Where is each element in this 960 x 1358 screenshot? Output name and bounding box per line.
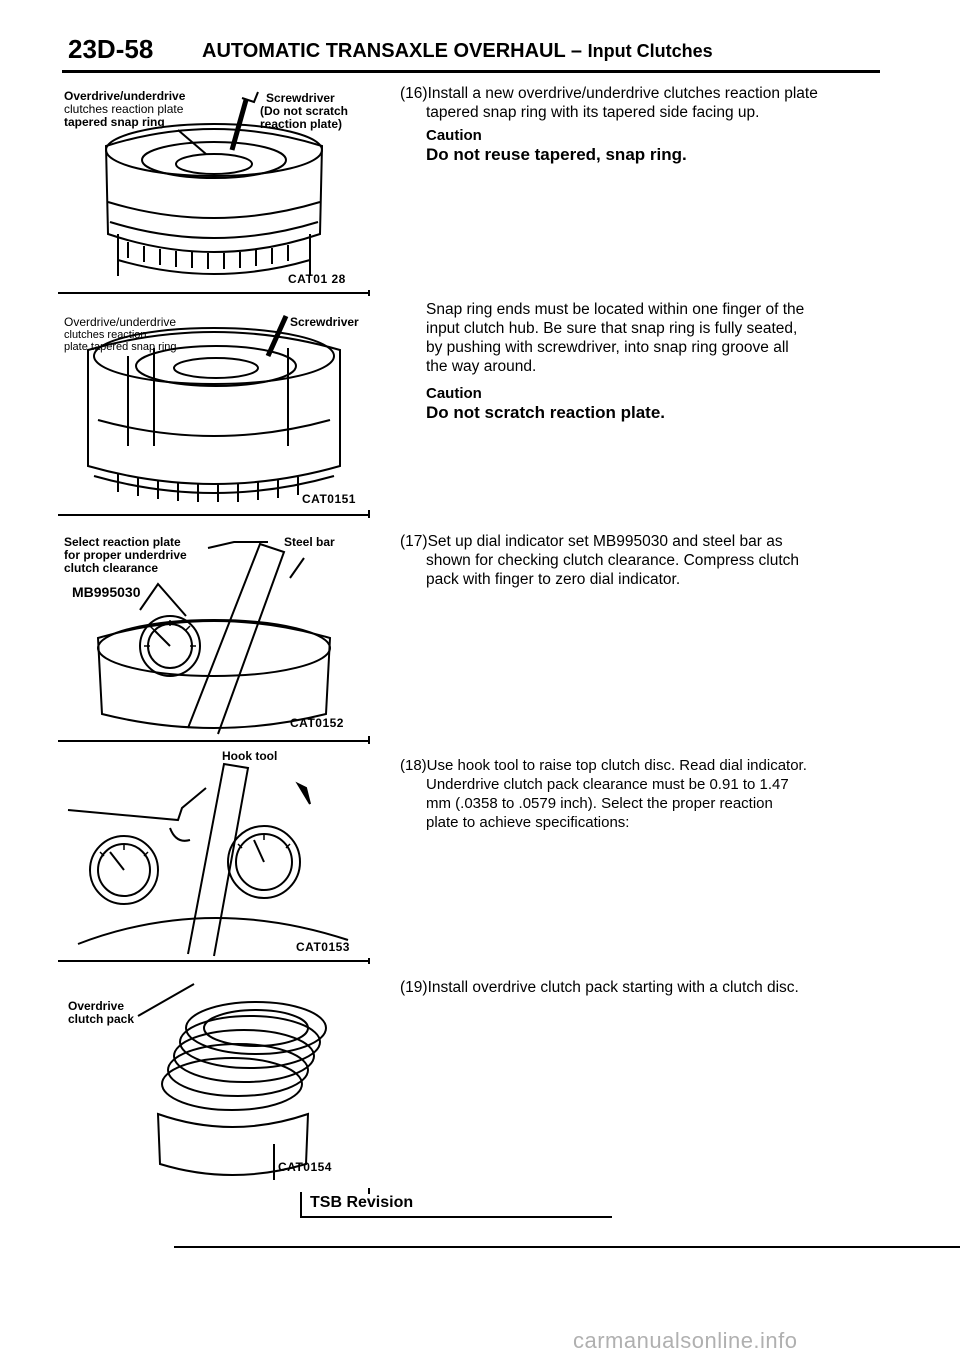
- figure-dial-indicator-setup: Select reaction plate for proper underdr…: [58, 518, 370, 736]
- step-17-line-2: shown for checking clutch clearance. Com…: [426, 552, 800, 569]
- label-clutches-reaction-plate: clutches reaction plate: [64, 102, 184, 116]
- step-19: (19)Install overdrive clutch pack starti…: [400, 978, 880, 997]
- figure-hook-tool: Hook tool CAT0153: [58, 744, 370, 958]
- step-17-line-3: pack with finger to zero dial indicator.: [426, 571, 681, 588]
- step-16-heading: (16)Install a new overdrive/underdrive c…: [400, 85, 818, 102]
- clutch-hub-illustration: [87, 314, 341, 502]
- label-select-reaction-plate: Select reaction plate: [64, 535, 181, 549]
- step-18: (18)Use hook tool to raise top clutch di…: [400, 756, 880, 832]
- note-caution-label: Caution: [426, 385, 482, 402]
- page-header: 23D-58 AUTOMATIC TRANSAXLE OVERHAUL – In…: [68, 34, 888, 68]
- label-hook-tool: Hook tool: [222, 749, 278, 763]
- label-overdrive: Overdrive: [68, 999, 125, 1013]
- figure-snap-ring-install: Overdrive/underdrive clutches reaction p…: [58, 84, 370, 290]
- header-rule: [62, 70, 880, 73]
- label-reaction-plate-note: reaction plate): [260, 117, 343, 131]
- label-for-proper-underdrive: for proper underdrive: [64, 548, 187, 562]
- label-steel-bar: Steel bar: [284, 535, 335, 549]
- hook-tool-illustration: [67, 762, 349, 957]
- label-plate-tapered-snap-ring: plate tapered snap ring: [64, 341, 177, 353]
- step-18-line-2: Underdrive clutch pack clearance must be…: [426, 776, 789, 793]
- label-overdrive-underdrive: Overdrive/underdrive: [64, 89, 186, 103]
- label-clutch-clearance: clutch clearance: [64, 561, 159, 575]
- label-overdrive-underdrive: Overdrive/underdrive: [64, 315, 177, 329]
- label-screwdriver: Screwdriver: [290, 315, 359, 329]
- step-18-heading: (18)Use hook tool to raise top clutch di…: [400, 757, 807, 774]
- tsb-revision-label: TSB Revision: [310, 1194, 414, 1211]
- dial-indicator-illustration: [96, 541, 332, 735]
- figure-separator: [58, 740, 370, 742]
- figure-overdrive-clutch-pack: Overdrive clutch pack CAT0154: [58, 964, 370, 1188]
- tsb-revision-box: TSB Revision: [300, 1192, 612, 1218]
- note-line-3: by pushing with screwdriver, into snap r…: [426, 339, 789, 356]
- step-17-heading: (17)Set up dial indicator set MB995030 a…: [400, 533, 783, 550]
- snap-ring-note: Snap ring ends must be located within on…: [426, 300, 880, 422]
- figure-code: CAT0154: [278, 1160, 332, 1174]
- footer-rule: [174, 1246, 960, 1248]
- figure-code: CAT0153: [296, 940, 350, 954]
- label-clutch-pack: clutch pack: [68, 1012, 135, 1026]
- label-screwdriver: Screwdriver: [266, 91, 335, 105]
- step-18-line-4: plate to achieve specifications:: [426, 814, 630, 831]
- step-16-text: tapered snap ring with its tapered side …: [426, 104, 760, 121]
- clutch-pack-illustration: [137, 983, 327, 1180]
- figure-code: CAT0152: [290, 716, 344, 730]
- step-16: (16)Install a new overdrive/underdrive c…: [400, 84, 880, 164]
- page-title: AUTOMATIC TRANSAXLE OVERHAUL – Input Clu…: [202, 40, 713, 63]
- note-line-2: input clutch hub. Be sure that snap ring…: [426, 320, 798, 337]
- page-number: 23D-58: [68, 34, 154, 64]
- step-18-line-3: mm (.0358 to .0579 inch). Select the pro…: [426, 795, 773, 812]
- section-title: AUTOMATIC TRANSAXLE OVERHAUL –: [202, 40, 583, 62]
- step-16-caution-text: Do not reuse tapered, snap ring.: [426, 145, 687, 164]
- note-line-4: the way around.: [426, 358, 537, 375]
- figure-snap-ring-seat: Overdrive/underdrive clutches reaction p…: [58, 296, 370, 510]
- section-subtitle: Input Clutches: [587, 41, 713, 61]
- label-do-not-scratch: (Do not scratch: [260, 104, 349, 118]
- watermark: carmanualsonline.info: [573, 1328, 798, 1353]
- step-17: (17)Set up dial indicator set MB995030 a…: [400, 532, 880, 589]
- figure-separator: [58, 514, 370, 516]
- step-16-caution-label: Caution: [426, 127, 482, 144]
- note-caution-text: Do not scratch reaction plate.: [426, 403, 665, 422]
- figure-separator: [58, 960, 370, 962]
- figure-code: CAT01 28: [288, 272, 346, 286]
- label-clutches-reaction: clutches reaction: [64, 329, 147, 341]
- note-line-1: Snap ring ends must be located within on…: [426, 301, 805, 318]
- label-tool-number: MB995030: [72, 584, 141, 600]
- figure-separator: [58, 292, 370, 294]
- step-19-heading: (19)Install overdrive clutch pack starti…: [400, 979, 799, 996]
- figure-code: CAT0151: [302, 492, 356, 506]
- label-tapered-snap-ring: tapered snap ring: [64, 115, 165, 129]
- clutch-housing-illustration: [104, 91, 324, 276]
